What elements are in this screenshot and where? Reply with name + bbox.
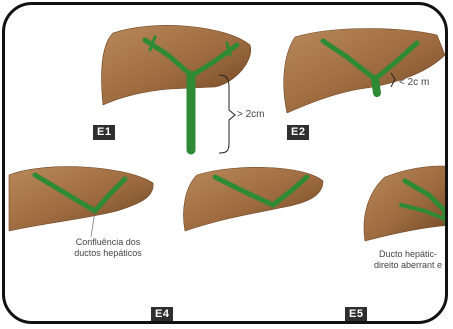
measure-label-e2: < 2c m: [399, 77, 429, 88]
panel-e3-illustration: [9, 167, 153, 237]
panel-e1-illustration: [102, 25, 251, 153]
biliary-diagram: [5, 5, 448, 324]
caption-e3-line1: Confluência dos: [53, 237, 163, 248]
caption-e5: Ducto hepátic- direito aberrant e: [363, 249, 448, 271]
panel-label-e4: E4: [151, 307, 173, 322]
panel-label-e2: E2: [287, 125, 309, 140]
measure-label-e1: > 2cm: [237, 109, 265, 120]
measure-bracket-e1: [219, 75, 235, 153]
panel-e4-illustration: [184, 167, 324, 231]
diagram-frame: E1 > 2cm E2 < 2c m Confluência dos ducto…: [2, 2, 448, 324]
caption-e5-line2: direito aberrant e: [363, 260, 448, 271]
caption-e5-line1: Ducto hepátic-: [363, 249, 448, 260]
liver-e4: [184, 167, 324, 231]
caption-e3-line2: ductos hepáticos: [53, 248, 163, 259]
caption-e3: Confluência dos ductos hepáticos: [53, 237, 163, 259]
panel-e2-illustration: [284, 29, 445, 114]
panel-label-e5: E5: [345, 307, 367, 322]
panel-e5-illustration: [364, 166, 448, 241]
liver-e3: [9, 167, 153, 231]
panel-label-e1: E1: [93, 125, 115, 140]
